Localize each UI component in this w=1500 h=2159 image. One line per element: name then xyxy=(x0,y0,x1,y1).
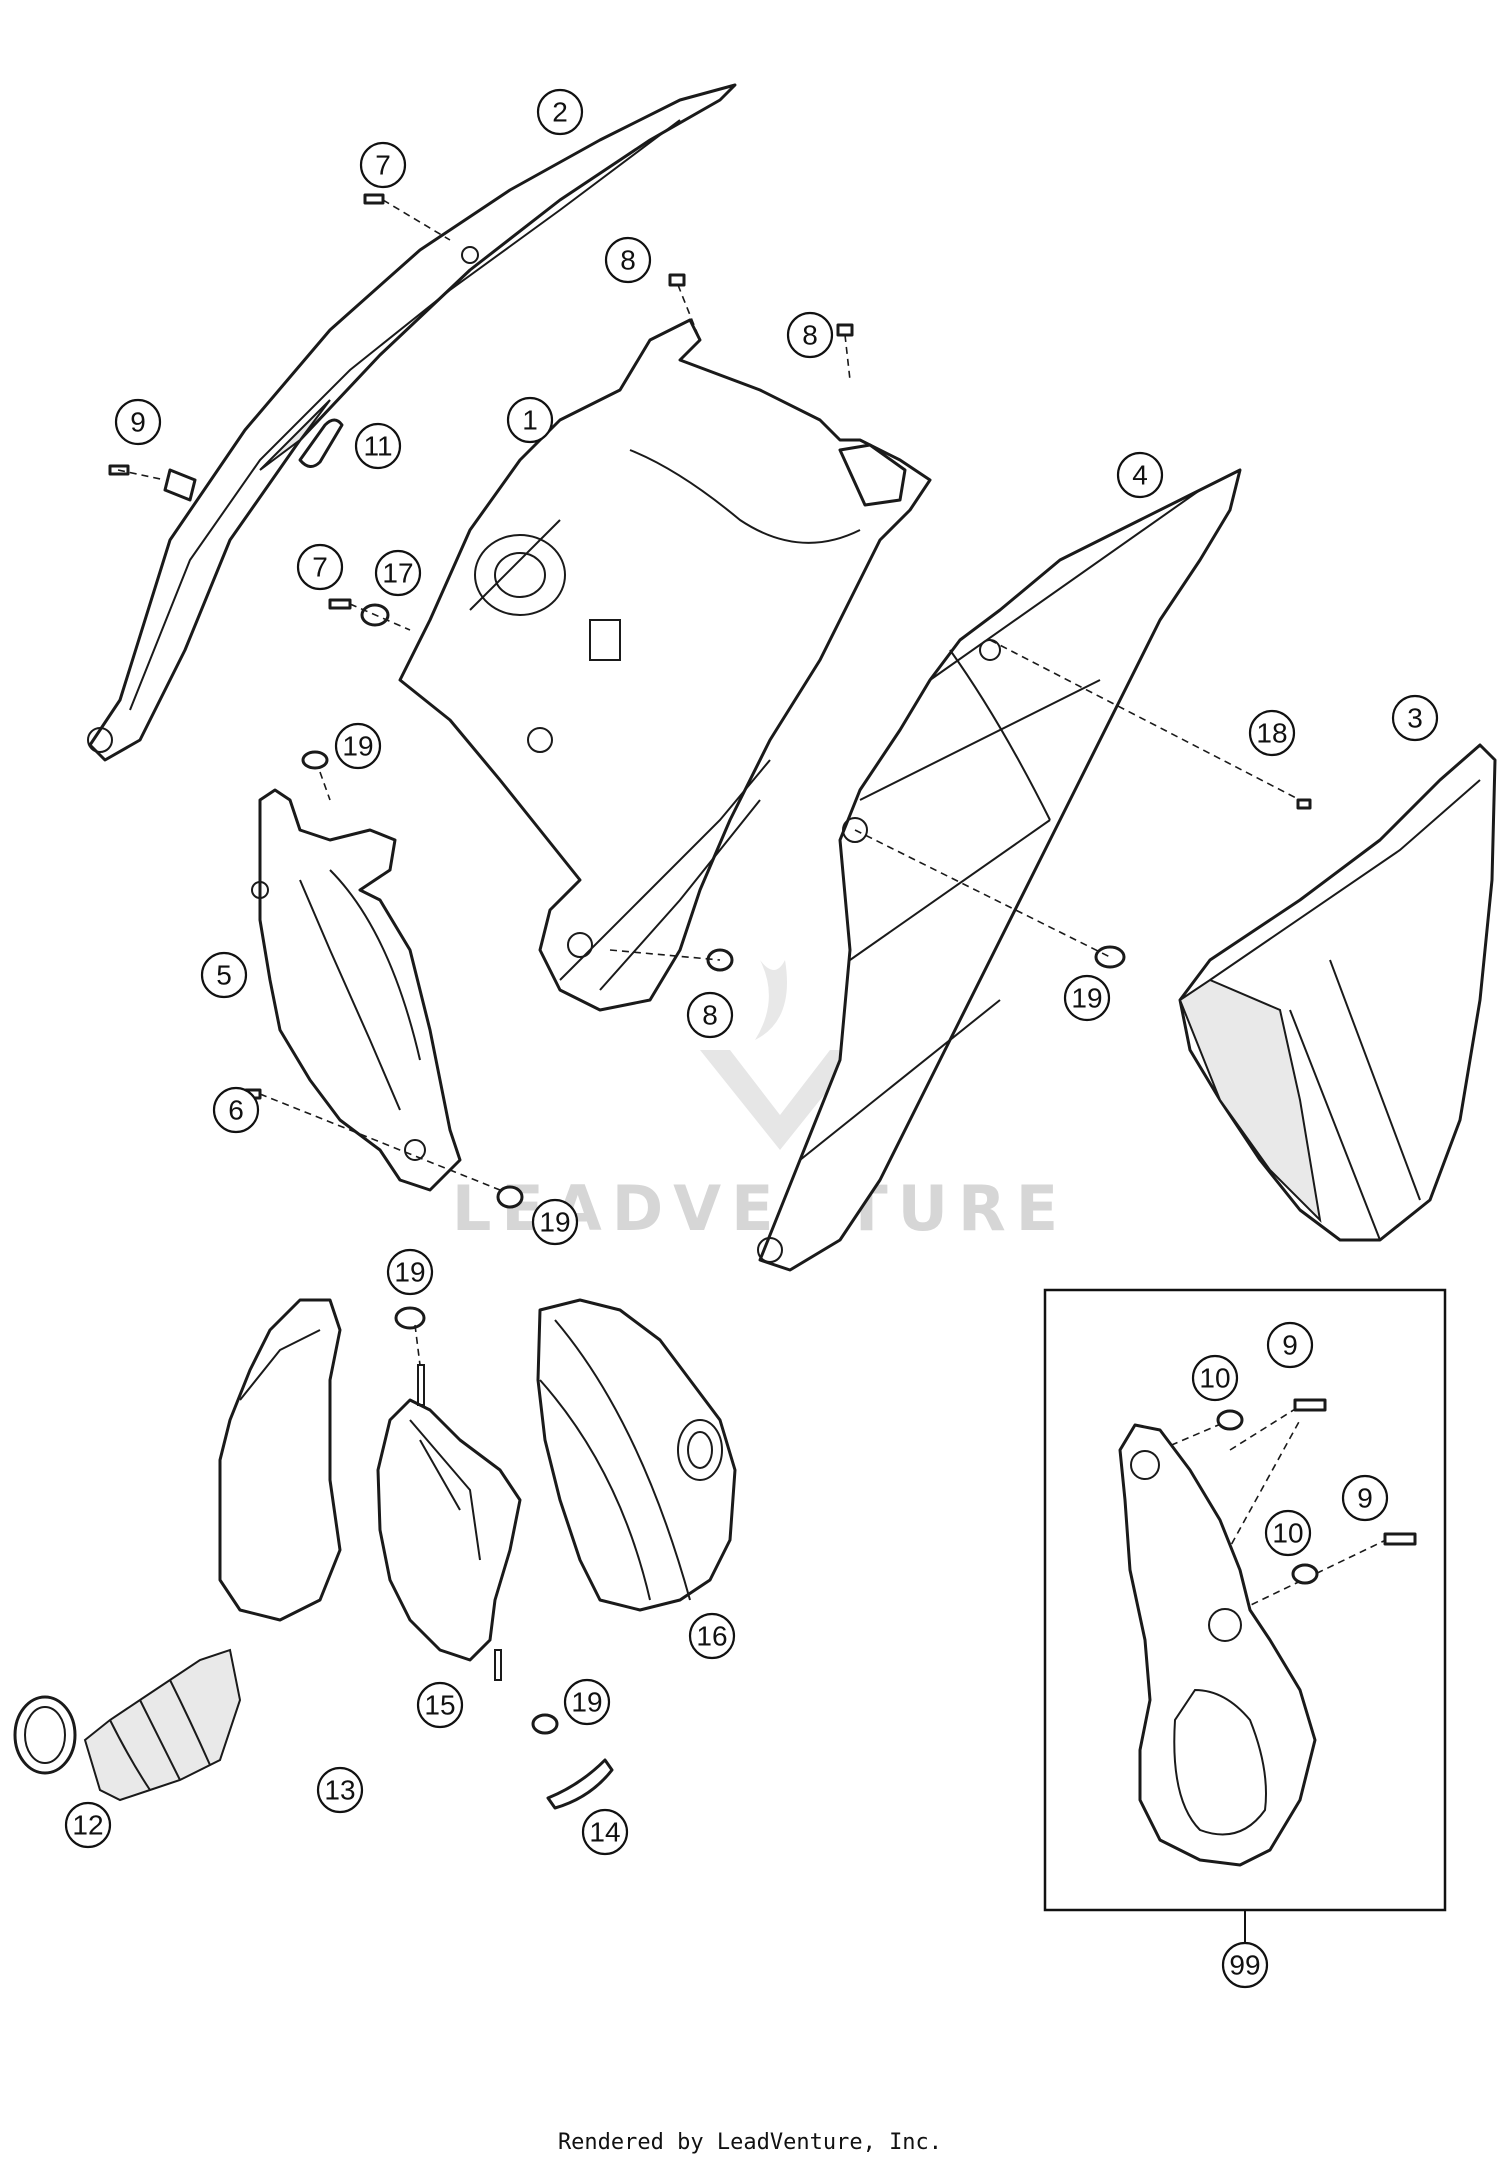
callout-2: 2 xyxy=(536,88,584,136)
svg-text:5: 5 xyxy=(216,960,232,991)
svg-text:7: 7 xyxy=(312,552,328,583)
callout-9b: 9 xyxy=(1266,1321,1314,1369)
svg-text:13: 13 xyxy=(324,1775,355,1806)
callout-14: 14 xyxy=(581,1808,629,1856)
callout-15: 15 xyxy=(416,1681,464,1729)
svg-text:19: 19 xyxy=(342,731,373,762)
callout-8c: 8 xyxy=(686,991,734,1039)
svg-text:17: 17 xyxy=(382,558,413,589)
callout-19d: 19 xyxy=(386,1248,434,1296)
svg-text:19: 19 xyxy=(1071,983,1102,1014)
part-13-air-boot xyxy=(83,1298,342,1802)
svg-text:2: 2 xyxy=(552,97,568,128)
svg-text:19: 19 xyxy=(539,1207,570,1238)
callout-6: 6 xyxy=(212,1086,260,1134)
svg-text:10: 10 xyxy=(1272,1518,1303,1549)
svg-text:10: 10 xyxy=(1199,1363,1230,1394)
callout-18: 18 xyxy=(1248,709,1296,757)
svg-text:8: 8 xyxy=(702,1000,718,1031)
callout-9a: 9 xyxy=(114,398,162,446)
callout-10b: 10 xyxy=(1264,1509,1312,1557)
svg-text:11: 11 xyxy=(363,431,392,462)
svg-text:99: 99 xyxy=(1229,1950,1260,1981)
callout-8b: 8 xyxy=(786,311,834,359)
callout-9c: 9 xyxy=(1341,1474,1389,1522)
callout-8a: 8 xyxy=(604,236,652,284)
part-3-cover xyxy=(1178,743,1497,1242)
part-11-clip xyxy=(298,418,344,468)
svg-text:9: 9 xyxy=(1357,1483,1373,1514)
part-16-filter xyxy=(536,1298,737,1612)
svg-text:4: 4 xyxy=(1132,460,1148,491)
svg-text:8: 8 xyxy=(802,320,818,351)
part-4-side-cover xyxy=(757,468,1242,1272)
callout-3: 3 xyxy=(1391,694,1439,742)
part-12-clamp xyxy=(13,1695,77,1775)
part-14-strip xyxy=(546,1758,614,1810)
callout-17: 17 xyxy=(374,549,422,597)
callout-10a: 10 xyxy=(1191,1354,1239,1402)
part-15-filter-cage xyxy=(376,1364,522,1681)
watermark-logo-icon xyxy=(700,1050,860,1150)
svg-text:19: 19 xyxy=(571,1687,602,1718)
callout-19e: 19 xyxy=(563,1678,611,1726)
svg-text:1: 1 xyxy=(522,405,538,436)
callout-1: 1 xyxy=(506,396,554,444)
svg-text:12: 12 xyxy=(72,1810,103,1841)
part-5-bracket xyxy=(251,788,462,1192)
callout-7a: 7 xyxy=(359,141,407,189)
callout-5: 5 xyxy=(200,951,248,999)
callout-19b: 19 xyxy=(1063,974,1111,1022)
svg-text:8: 8 xyxy=(620,245,636,276)
svg-text:3: 3 xyxy=(1407,703,1423,734)
part-1-airbox xyxy=(398,318,932,1012)
svg-text:9: 9 xyxy=(130,407,146,438)
svg-text:19: 19 xyxy=(394,1257,425,1288)
svg-text:15: 15 xyxy=(424,1690,455,1721)
callout-16: 16 xyxy=(688,1612,736,1660)
callout-19c: 19 xyxy=(531,1198,579,1246)
svg-text:16: 16 xyxy=(696,1621,727,1652)
callout-7b: 7 xyxy=(296,543,344,591)
svg-text:18: 18 xyxy=(1256,718,1287,749)
watermark-flame-icon xyxy=(755,960,787,1040)
kit-99-box xyxy=(1043,1288,1447,1950)
svg-text:7: 7 xyxy=(375,150,391,181)
callout-12: 12 xyxy=(64,1801,112,1849)
callout-4: 4 xyxy=(1116,451,1164,499)
part-2-guard xyxy=(87,83,737,762)
callout-19a: 19 xyxy=(334,722,382,770)
callout-11: 11 xyxy=(354,422,402,470)
footer-credit: Rendered by LeadVenture, Inc. xyxy=(557,2130,943,2155)
callout-99: 99 xyxy=(1221,1941,1269,1989)
svg-text:9: 9 xyxy=(1282,1330,1298,1361)
svg-text:14: 14 xyxy=(589,1817,620,1848)
callout-13: 13 xyxy=(316,1766,364,1814)
svg-text:6: 6 xyxy=(228,1095,244,1126)
